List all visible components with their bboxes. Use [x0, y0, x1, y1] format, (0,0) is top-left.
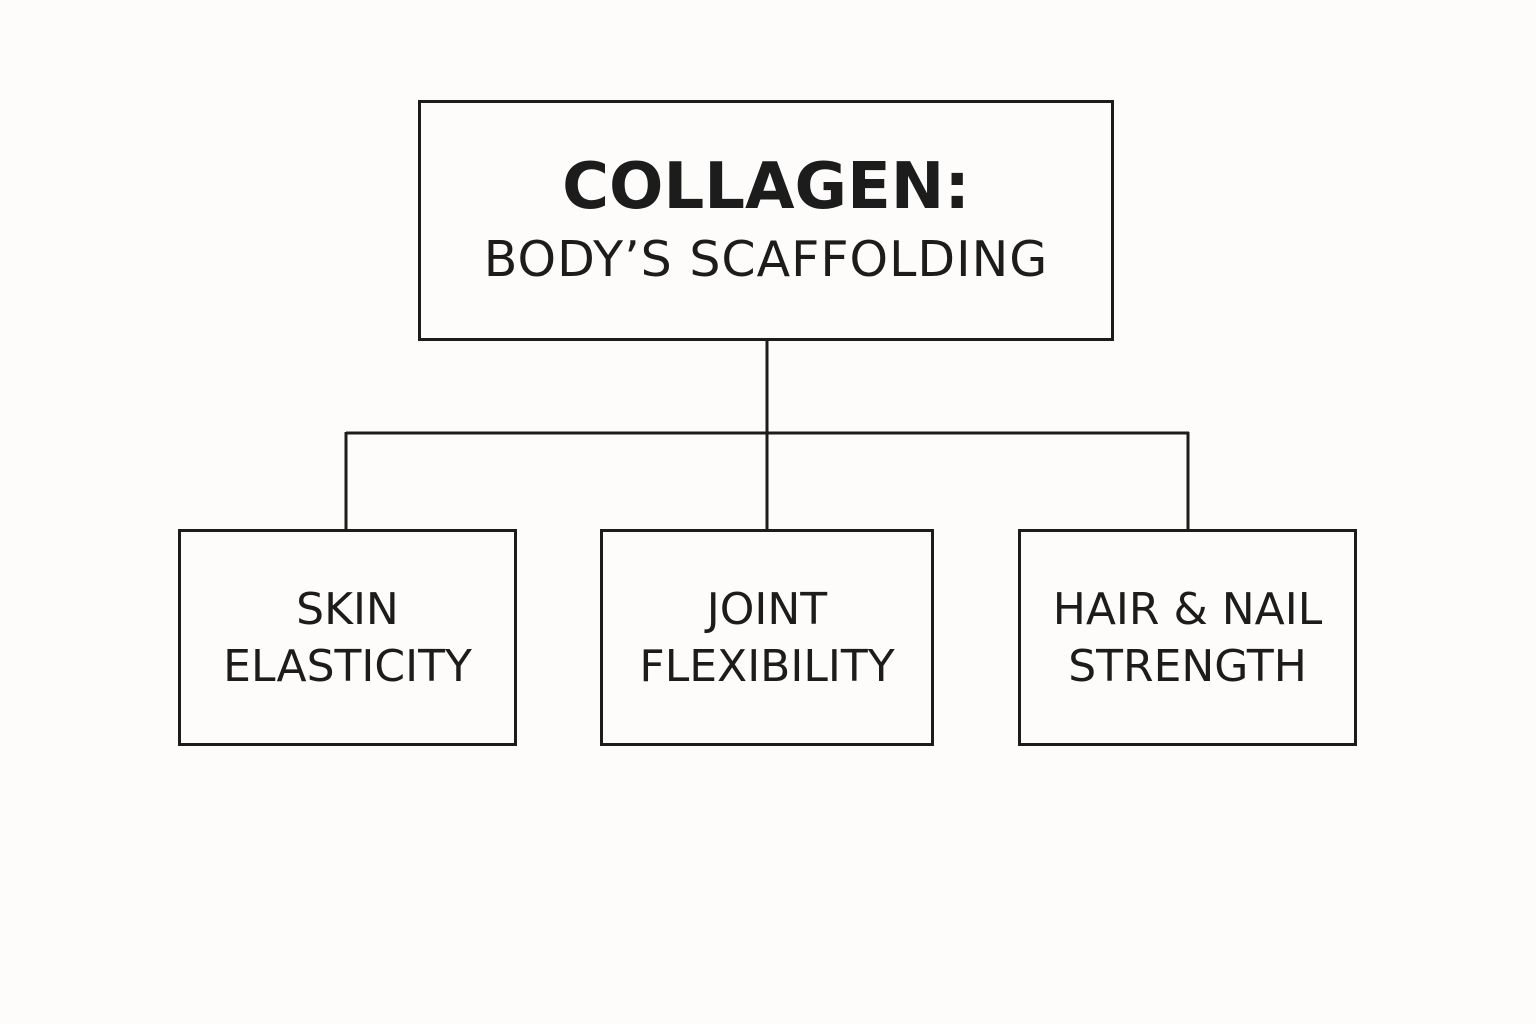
child-node-joint-flexibility: JOINT FLEXIBILITY: [600, 529, 934, 746]
child-node-line-2: STRENGTH: [1068, 640, 1307, 692]
child-node-line-2: FLEXIBILITY: [639, 640, 895, 692]
child-node-hair-nail-strength: HAIR & NAIL STRENGTH: [1018, 529, 1357, 746]
child-node-line-1: SKIN: [296, 583, 399, 635]
child-node-line-1: JOINT: [706, 583, 828, 635]
root-node: COLLAGEN: BODY’S SCAFFOLDING: [418, 100, 1114, 341]
child-node-skin-elasticity: SKIN ELASTICITY: [178, 529, 517, 746]
child-node-line-2: ELASTICITY: [223, 640, 472, 692]
root-title: COLLAGEN:: [562, 149, 970, 224]
child-node-line-1: HAIR & NAIL: [1052, 583, 1323, 635]
root-subtitle: BODY’S SCAFFOLDING: [483, 230, 1049, 288]
